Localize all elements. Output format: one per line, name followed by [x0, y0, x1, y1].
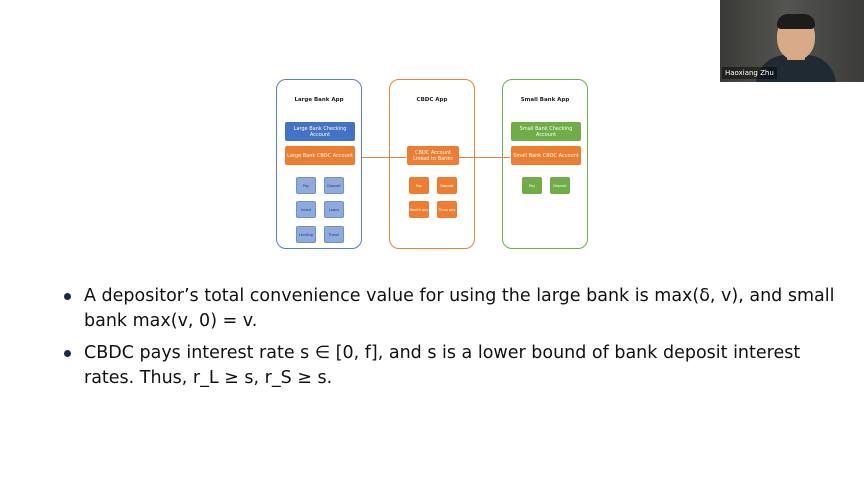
participant-video[interactable]: Haoxiang Zhu: [720, 0, 864, 82]
bullet-dot: [64, 350, 71, 357]
large-bank-checking-account: Large Bank Checking Account: [285, 122, 355, 141]
cbdc-app-panel: CBDC App CBDC Account Linked to Banks Pa…: [389, 79, 475, 249]
bullet-item: CBDC pays interest rate s ∈ [0, f], and …: [62, 341, 842, 391]
bullet-list: A depositor’s total convenience value fo…: [62, 284, 842, 398]
large-bank-tile: Invest: [296, 201, 316, 218]
bullet-dot: [64, 293, 71, 300]
small-bank-app-panel: Small Bank App Small Bank Checking Accou…: [502, 79, 588, 249]
connector-line: [458, 157, 510, 158]
large-bank-tile: Lending: [296, 226, 316, 243]
large-bank-app-panel: Large Bank App Large Bank Checking Accou…: [276, 79, 362, 249]
bullet-item: A depositor’s total convenience value fo…: [62, 284, 842, 334]
small-bank-app-title: Small Bank App: [520, 97, 570, 103]
cbdc-tile: Trans pay: [437, 201, 457, 218]
cbdc-tile: Pay: [409, 177, 429, 194]
large-bank-tile: Loans: [324, 201, 344, 218]
connector-line: [362, 157, 406, 158]
small-bank-cbdc-account: Small Bank CBDC Account: [511, 146, 581, 165]
person-hair: [777, 14, 815, 29]
cbdc-account: CBDC Account Linked to Banks: [407, 146, 459, 165]
bullet-text: A depositor’s total convenience value fo…: [84, 286, 835, 331]
large-bank-tile: Pay: [296, 177, 316, 194]
cbdc-tile: Health pay: [409, 201, 429, 218]
small-bank-checking-account: Small Bank Checking Account: [511, 122, 581, 141]
large-bank-app-title: Large Bank App: [294, 97, 344, 103]
cbdc-tile: Deposit: [437, 177, 457, 194]
participant-name-label: Haoxiang Zhu: [722, 67, 777, 79]
large-bank-tile: Deposit: [324, 177, 344, 194]
large-bank-cbdc-account: Large Bank CBDC Account: [285, 146, 355, 165]
bullet-text: CBDC pays interest rate s ∈ [0, f], and …: [84, 343, 801, 388]
large-bank-tile: Travel: [324, 226, 344, 243]
small-bank-tile: Pay: [522, 177, 542, 194]
cbdc-app-title: CBDC App: [416, 97, 448, 103]
small-bank-tile: Deposit: [550, 177, 570, 194]
